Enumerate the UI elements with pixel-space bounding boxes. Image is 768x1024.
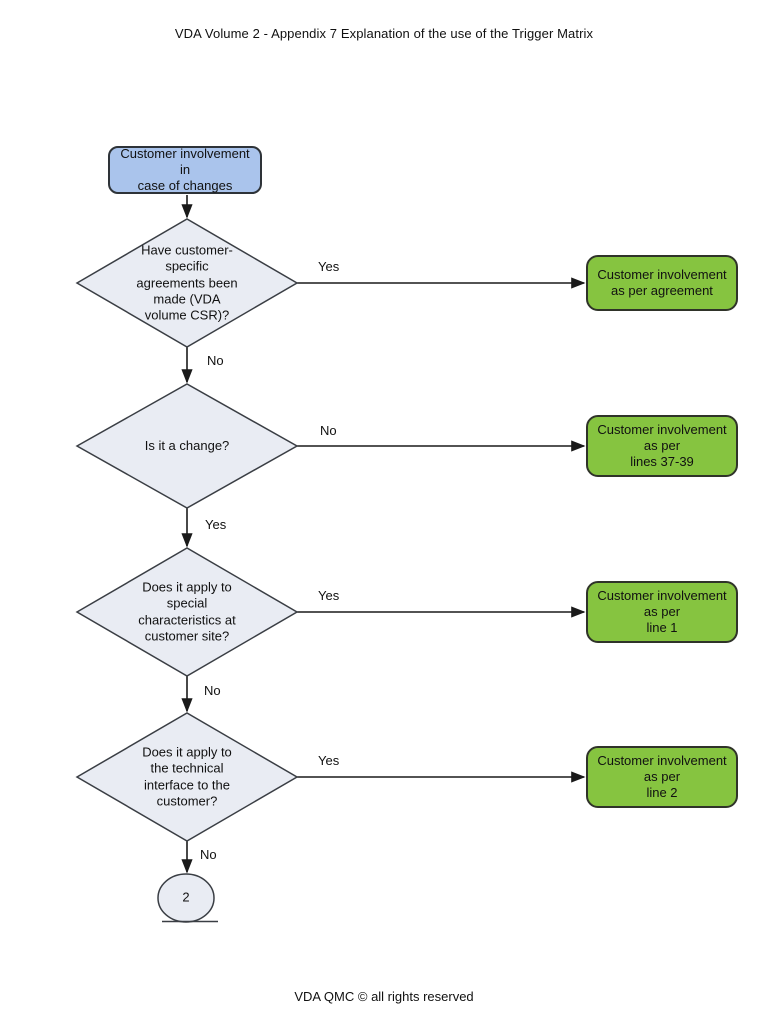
edge-label-no: No	[204, 683, 221, 698]
edge-label-no: No	[207, 353, 224, 368]
page-footer: VDA QMC © all rights reserved	[294, 989, 474, 1004]
decision-1-shape	[75, 218, 299, 348]
edge-label-no: No	[320, 423, 337, 438]
edge-label-yes: Yes	[318, 588, 340, 603]
edge-label-no: No	[200, 847, 217, 862]
start-node: Customer involvement in case of changes	[108, 146, 262, 194]
result-node-3: Customer involvement as per line 1	[586, 581, 738, 643]
edge-label-yes: Yes	[318, 753, 340, 768]
decision-3-shape	[75, 547, 299, 677]
decision-4-shape	[75, 712, 299, 842]
result-node-2: Customer involvement as per lines 37-39	[586, 415, 738, 477]
decision-2-shape	[75, 383, 299, 509]
page-title: VDA Volume 2 - Appendix 7 Explanation of…	[174, 26, 594, 41]
connector-2-label: 2	[182, 889, 190, 905]
edge-label-yes: Yes	[318, 259, 340, 274]
edge-label-yes: Yes	[205, 517, 227, 532]
result-node-4: Customer involvement as per line 2	[586, 746, 738, 808]
result-node-1: Customer involvement as per agreement	[586, 255, 738, 311]
